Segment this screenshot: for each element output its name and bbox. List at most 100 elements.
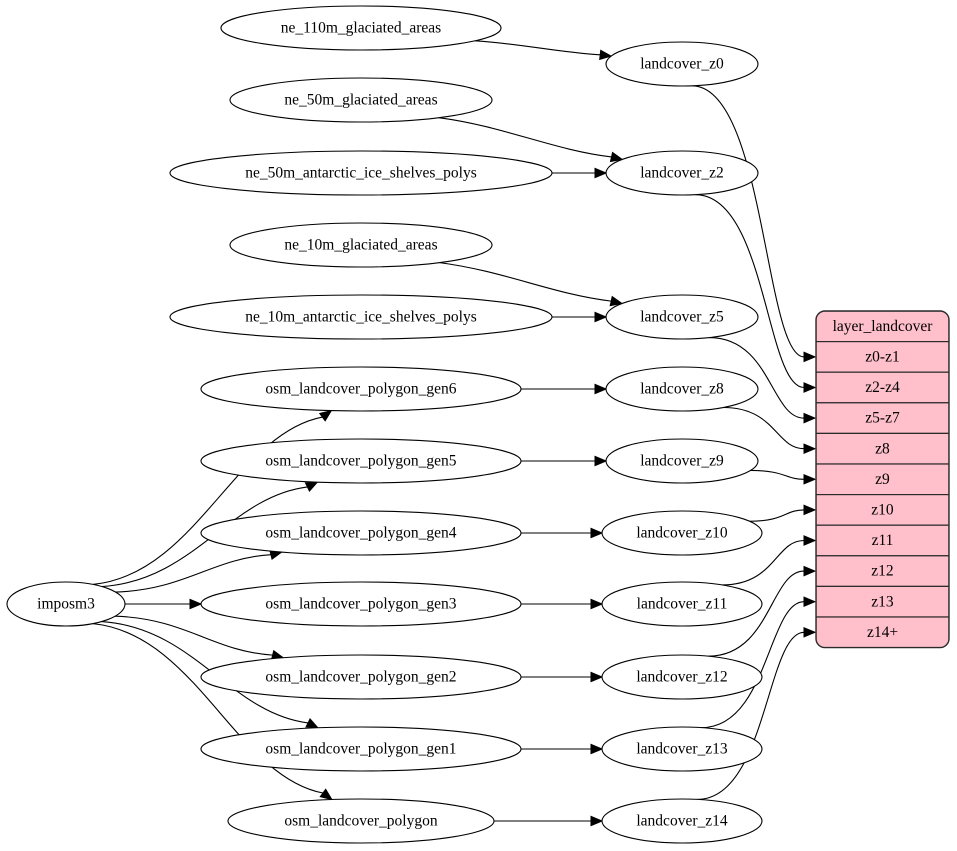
table-header-cell — [816, 311, 949, 343]
edge-landcover_z14-to-z14+ — [697, 631, 805, 800]
node-label: landcover_z13 — [636, 741, 727, 758]
node-ne_10m_glaciated_areas[interactable]: ne_10m_glaciated_areas — [229, 222, 493, 268]
node-shape — [220, 5, 502, 51]
node-landcover_z13[interactable]: landcover_z13 — [601, 726, 763, 772]
node-osm_landcover_polygon[interactable]: osm_landcover_polygon — [227, 798, 495, 844]
table-row-z14+[interactable] — [816, 616, 949, 648]
node-ne_110m_glaciated_areas[interactable]: ne_110m_glaciated_areas — [220, 5, 502, 51]
arrowhead-z5-z7 — [803, 412, 817, 424]
edge-ne_110m_glaciated_areas-to-landcover_z0 — [474, 40, 601, 56]
arrowhead-landcover_z0 — [599, 49, 613, 61]
node-landcover_z10[interactable]: landcover_z10 — [601, 510, 763, 556]
node-label: landcover_z11 — [637, 596, 728, 613]
node-label: osm_landcover_polygon_gen5 — [265, 453, 456, 470]
arrowhead-landcover_z13 — [590, 743, 604, 755]
edge-imposm3-to-osm_landcover_polygon_gen2 — [115, 615, 273, 656]
arrowhead-osm_landcover_polygon_gen3 — [189, 598, 203, 610]
edge-landcover_z12-to-z12 — [708, 570, 805, 657]
node-label: imposm3 — [37, 596, 95, 613]
node-label: landcover_z2 — [640, 165, 724, 182]
node-label: landcover_z0 — [640, 56, 724, 73]
table-row-label: z14+ — [867, 624, 898, 641]
node-landcover_z8[interactable]: landcover_z8 — [605, 366, 759, 412]
nodes-layer: imposm3 ne_110m_glaciated_areas ne_50m_gla… — [6, 5, 763, 844]
table-row-z13[interactable] — [816, 585, 949, 618]
table-row-label: z12 — [871, 563, 893, 580]
node-landcover_z2[interactable]: landcover_z2 — [605, 150, 759, 196]
node-osm_landcover_polygon_gen5[interactable]: osm_landcover_polygon_gen5 — [200, 438, 522, 484]
node-osm_landcover_polygon_gen6[interactable]: osm_landcover_polygon_gen6 — [200, 366, 522, 412]
node-shape — [200, 581, 522, 627]
node-shape — [200, 726, 522, 772]
edge-imposm3-to-osm_landcover_polygon_gen4 — [115, 554, 271, 593]
node-label: osm_landcover_polygon_gen2 — [265, 669, 456, 686]
node-shape — [605, 438, 759, 484]
arrowhead-landcover_z9 — [594, 455, 608, 467]
node-label: landcover_z14 — [636, 813, 727, 830]
edge-imposm3-to-osm_landcover_polygon — [92, 623, 324, 794]
arrowhead-z14+ — [803, 626, 817, 638]
edge-landcover_z5-to-z5-z7 — [709, 337, 805, 419]
edge-landcover_z9-to-z9 — [750, 469, 805, 480]
node-shape — [229, 77, 493, 123]
node-shape — [169, 294, 553, 340]
arrowhead-landcover_z14 — [590, 815, 604, 827]
node-ne_50m_glaciated_areas[interactable]: ne_50m_glaciated_areas — [229, 77, 493, 123]
table-row-label: z9 — [875, 471, 890, 488]
node-shape — [601, 726, 763, 772]
node-shape — [601, 581, 763, 627]
arrowhead-z12 — [803, 565, 817, 577]
edge-landcover_z10-to-z10 — [749, 509, 805, 522]
node-osm_landcover_polygon_gen2[interactable]: osm_landcover_polygon_gen2 — [200, 654, 522, 700]
node-label: landcover_z12 — [636, 669, 727, 686]
node-ne_10m_antarctic_ice_shelves_polys[interactable]: ne_10m_antarctic_ice_shelves_polys — [169, 294, 553, 340]
node-landcover_z12[interactable]: landcover_z12 — [601, 654, 763, 700]
node-landcover_z0[interactable]: landcover_z0 — [605, 41, 759, 87]
node-shape — [200, 510, 522, 556]
node-landcover_z5[interactable]: landcover_z5 — [605, 294, 759, 340]
table-row-label: z2-z4 — [865, 379, 900, 396]
table-row-label: z5-z7 — [865, 410, 900, 427]
node-ne_50m_antarctic_ice_shelves_polys[interactable]: ne_50m_antarctic_ice_shelves_polys — [169, 150, 553, 196]
edge-landcover_z2-to-z2-z4 — [695, 194, 805, 389]
node-shape — [605, 366, 759, 412]
node-shape — [200, 654, 522, 700]
node-shape — [200, 366, 522, 412]
node-shape — [200, 438, 522, 484]
table-row-z0-z1[interactable] — [816, 341, 949, 373]
node-imposm3[interactable]: imposm3 — [6, 581, 126, 627]
node-landcover_z11[interactable]: landcover_z11 — [601, 581, 763, 627]
edge-landcover_z0-to-z0-z1 — [691, 85, 805, 358]
arrowhead-osm_landcover_polygon_gen1 — [305, 717, 320, 729]
node-osm_landcover_polygon_gen4[interactable]: osm_landcover_polygon_gen4 — [200, 510, 522, 556]
arrowhead-landcover_z5 — [594, 311, 608, 323]
node-shape — [229, 222, 493, 268]
node-shape — [227, 798, 495, 844]
arrowhead-z8 — [803, 443, 817, 455]
node-label: osm_landcover_polygon_gen6 — [265, 381, 456, 398]
node-osm_landcover_polygon_gen1[interactable]: osm_landcover_polygon_gen1 — [200, 726, 522, 772]
arrowhead-z13 — [803, 596, 817, 608]
table-row-z9[interactable] — [816, 463, 949, 496]
table-outline — [815, 310, 950, 649]
node-shape — [601, 654, 763, 700]
arrowhead-osm_landcover_polygon — [319, 788, 333, 801]
node-label: ne_10m_glaciated_areas — [284, 237, 437, 254]
node-label: landcover_z5 — [640, 309, 724, 326]
edge-landcover_z11-to-z11 — [721, 539, 805, 586]
node-label: ne_10m_antarctic_ice_shelves_polys — [245, 309, 477, 326]
arrowhead-landcover_z11 — [590, 598, 604, 610]
node-label: osm_landcover_polygon_gen4 — [265, 525, 456, 542]
edge-landcover_z8-to-z8 — [723, 406, 805, 450]
table-row-z8[interactable] — [816, 432, 949, 465]
node-landcover_z9[interactable]: landcover_z9 — [605, 438, 759, 484]
table-row-z5-z7[interactable] — [816, 402, 949, 434]
arrowhead-landcover_z2 — [594, 167, 608, 179]
edges-layer — [92, 40, 817, 827]
edge-ne_50m_glaciated_areas-to-landcover_z2 — [438, 117, 612, 158]
table-row-z11[interactable] — [816, 524, 949, 557]
node-shape — [605, 41, 759, 87]
node-landcover_z14[interactable]: landcover_z14 — [601, 798, 763, 844]
node-osm_landcover_polygon_gen3[interactable]: osm_landcover_polygon_gen3 — [200, 581, 522, 627]
